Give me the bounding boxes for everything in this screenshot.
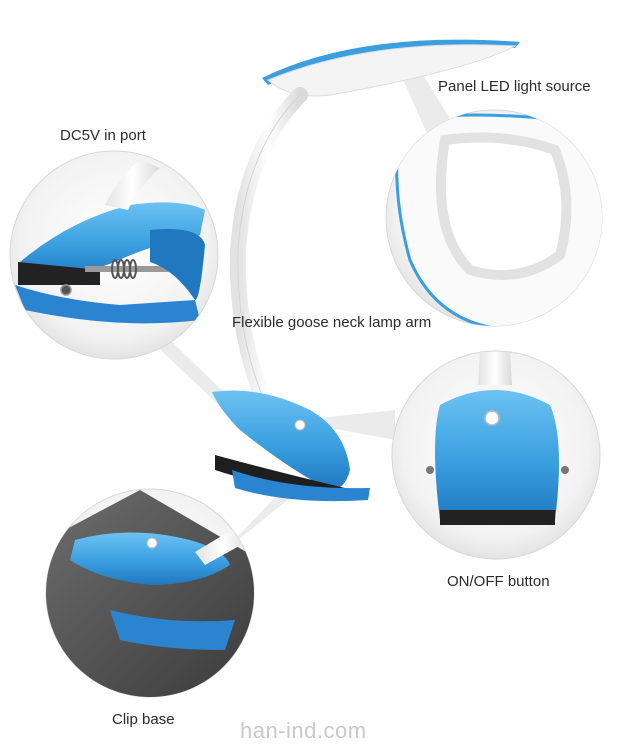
- spring-icon: [111, 259, 137, 279]
- lamp-head: [267, 44, 517, 97]
- led-panel-detail-circle: [385, 109, 603, 327]
- goose-neck-arm: [229, 87, 308, 403]
- clip-jaw-inner: [18, 262, 100, 285]
- pointer-dc: [150, 335, 232, 410]
- goose-neck-arm-edge: [237, 94, 301, 396]
- arm-base: [195, 525, 250, 565]
- label-goose-neck: Flexible goose neck lamp arm: [232, 314, 432, 331]
- pointer-led: [395, 62, 460, 140]
- clip-body: [70, 532, 230, 585]
- main-lamp: [212, 39, 520, 502]
- clip-body-top: [20, 202, 205, 280]
- arm-stub: [105, 160, 160, 210]
- clip-front-lip: [150, 229, 205, 300]
- clip-jaw-dark: [440, 510, 555, 525]
- side-screw-left-icon: [426, 466, 434, 474]
- clip-base-detail-circle: [45, 488, 255, 698]
- label-on-off: ON/OFF button: [447, 573, 550, 590]
- dc-port-detail-circle: [9, 150, 219, 360]
- label-clip-base: Clip base: [112, 711, 175, 728]
- label-led-source: Panel LED light source: [438, 78, 591, 95]
- lamp-power-button-icon: [294, 419, 306, 431]
- on-off-detail-circle: [391, 350, 601, 560]
- lamp-clip-jaw-lower: [232, 470, 370, 502]
- lamp-clip-body: [212, 390, 350, 490]
- led-panel: [435, 132, 572, 280]
- spring-axle: [85, 266, 170, 272]
- pointer-onoff: [320, 410, 395, 440]
- clip-face: [435, 390, 559, 520]
- arm-stub-top: [478, 352, 512, 385]
- watermark: han-ind.com: [240, 718, 367, 743]
- lamp-head-blue: [262, 39, 520, 85]
- dc-port-icon: [60, 284, 72, 296]
- label-dc-port: DC5V in port: [60, 127, 146, 144]
- side-screw-right-icon: [561, 466, 569, 474]
- power-button-small-icon: [146, 537, 158, 549]
- clip-jaw-bottom: [15, 285, 200, 324]
- clip-jaw-lower: [110, 610, 235, 650]
- power-button-icon: [484, 410, 500, 426]
